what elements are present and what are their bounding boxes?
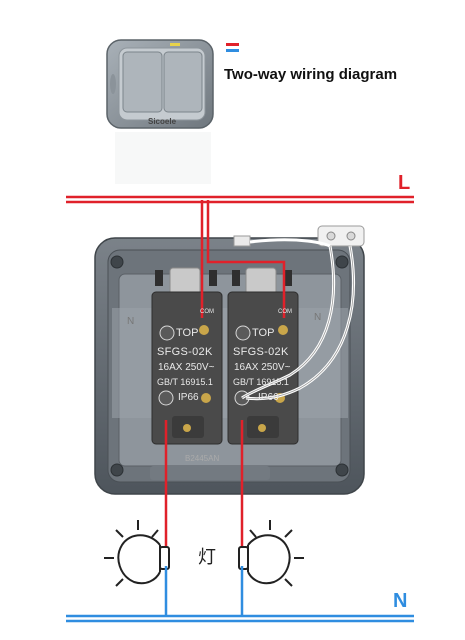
brand-logo-text: Sicoele [148, 117, 177, 126]
switch-module-1 [151, 267, 223, 445]
box-mark-left: N [127, 316, 135, 327]
live-label: L [398, 172, 411, 194]
module-2-com: COM [278, 309, 292, 315]
module-1-com: COM [200, 309, 214, 315]
module-1-rating: 16AX 250V~ [158, 362, 215, 373]
module-2-model: SFGS-02K [233, 346, 289, 358]
switch-module-2 [227, 267, 299, 445]
module-1-top: TOP [176, 327, 199, 339]
module-1-standard: GB/T 16915.1 [157, 377, 213, 387]
module-2-top: TOP [252, 327, 275, 339]
neutral-bus [66, 614, 414, 623]
flag-icon [226, 43, 239, 52]
box-stamp: B2445AN [185, 454, 220, 463]
neutral-drop-wires [164, 566, 244, 616]
diagram-title: Two-way wiring diagram [224, 66, 398, 83]
module-2-standard: GB/T 16915.1 [233, 377, 289, 387]
lamp-2-icon [238, 520, 304, 587]
live-bus [66, 195, 414, 204]
product-photo [106, 39, 214, 184]
neutral-label: N [393, 590, 408, 612]
module-2-ip: IP66 [258, 392, 279, 403]
box-mark-right: N [314, 312, 322, 323]
module-2-rating: 16AX 250V~ [234, 362, 291, 373]
module-1-model: SFGS-02K [157, 346, 213, 358]
switched-live-wires [164, 420, 244, 548]
module-1-ip: IP66 [178, 392, 199, 403]
lamp-1-icon [104, 520, 170, 587]
lamp-label: 灯 [198, 547, 216, 568]
wire-connector [233, 225, 365, 247]
live-feed-wires [200, 200, 286, 318]
